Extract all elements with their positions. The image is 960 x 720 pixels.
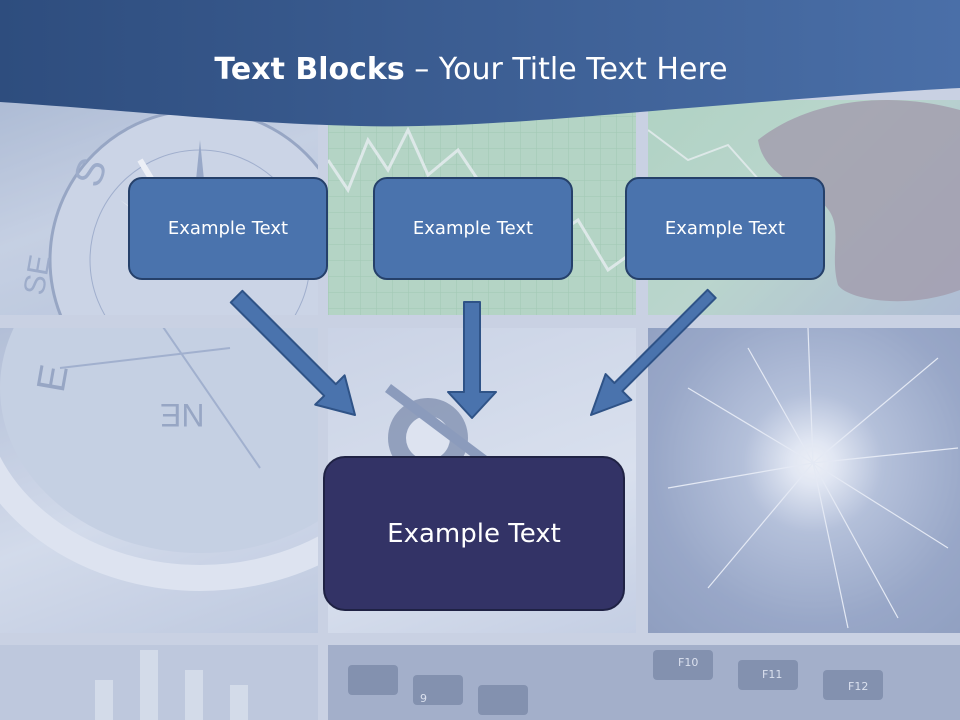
title-bold-part: Text Blocks — [214, 52, 405, 87]
sparkler-photo-tile — [648, 328, 960, 633]
keyboard-graphic — [348, 650, 883, 715]
arrow-left-icon — [229, 289, 356, 416]
example-text-block-main: Example Text — [323, 456, 625, 611]
bar-chart-photo-tile — [0, 645, 318, 720]
example-text-block-right: Example Text — [625, 177, 825, 280]
key-label-f10: F10 — [678, 656, 699, 669]
arrow-right-icon — [590, 288, 717, 416]
key-label-f12: F12 — [848, 680, 869, 693]
keyboard-photo-tile — [328, 645, 960, 720]
watch-graphic — [0, 328, 318, 591]
example-text-block-center: Example Text — [373, 177, 573, 280]
arrow-center-icon — [447, 301, 497, 419]
bar-chart-graphic — [95, 650, 248, 720]
watch-photo-tile — [0, 328, 318, 633]
finger-graphic — [648, 100, 960, 302]
title-rest: Your Title Text Here — [438, 52, 728, 87]
example-text-block-left: Example Text — [128, 177, 328, 280]
title-dash: – — [404, 52, 439, 87]
sparkler-graphic — [667, 328, 959, 629]
key-label-f11: F11 — [762, 668, 783, 681]
page-title: Text Blocks – Your Title Text Here — [0, 52, 942, 87]
key-label-9: 9 — [420, 692, 427, 705]
header-wave — [0, 0, 960, 127]
